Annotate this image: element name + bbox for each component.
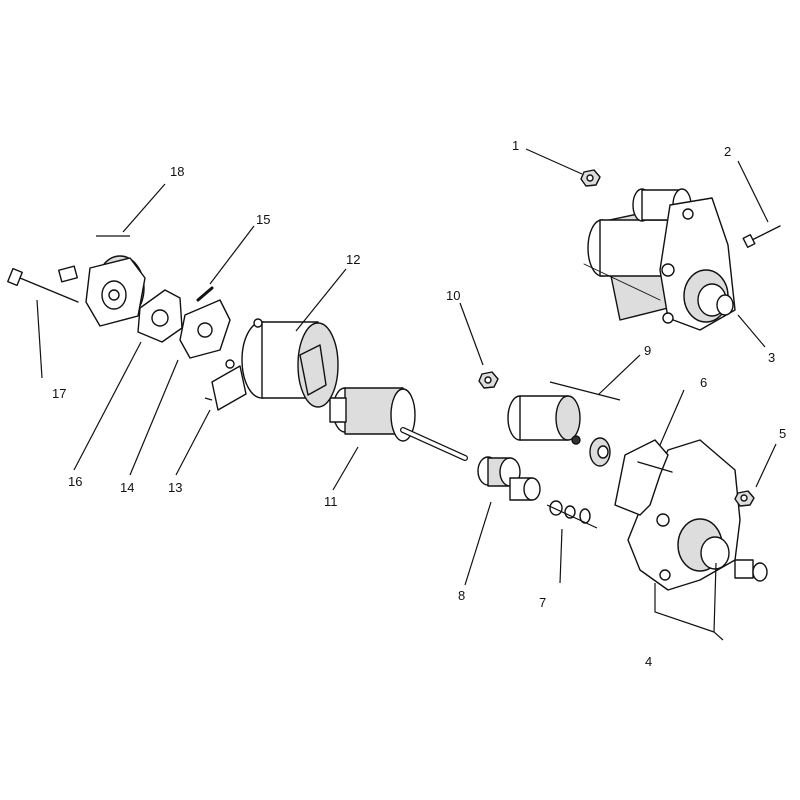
part-15-spring — [196, 286, 214, 302]
part-5-nut — [734, 490, 755, 507]
callout-18: 18 — [170, 164, 184, 179]
callout-17: 17 — [52, 386, 66, 401]
part-11-armature — [329, 387, 468, 461]
callout-15: 15 — [256, 212, 270, 227]
part-1-nut — [580, 169, 601, 187]
callout-8: 8 — [458, 588, 465, 603]
callout-3: 3 — [768, 350, 775, 365]
part-12-field-frame — [225, 318, 339, 408]
part-18-end-frame — [58, 255, 146, 327]
part-2-bolt — [742, 225, 781, 248]
part-9-solenoid — [507, 395, 611, 467]
callout-6: 6 — [700, 375, 707, 390]
part-13-brush-springs — [211, 365, 247, 411]
callout-labels: 1 2 3 4 5 6 7 8 9 10 11 12 13 14 15 16 1… — [52, 138, 786, 669]
part-3-starter-assembly — [583, 188, 736, 331]
part-7-washers — [549, 500, 591, 524]
callout-7: 7 — [539, 595, 546, 610]
callout-12: 12 — [346, 252, 360, 267]
callout-9: 9 — [644, 343, 651, 358]
callout-13: 13 — [168, 480, 182, 495]
part-14-brush-holder — [179, 299, 231, 359]
part-6-shift-lever — [614, 439, 673, 516]
part-8-pinion-gear — [477, 456, 541, 501]
callout-16: 16 — [68, 474, 82, 489]
callout-5: 5 — [779, 426, 786, 441]
callout-1: 1 — [512, 138, 519, 153]
callout-14: 14 — [120, 480, 134, 495]
leader-lines — [36, 148, 777, 641]
callout-11: 11 — [324, 494, 338, 509]
part-10-nut — [478, 371, 499, 389]
part-16-plate — [137, 289, 183, 343]
part-17-through-bolt — [7, 267, 79, 303]
callout-4: 4 — [645, 654, 652, 669]
callout-2: 2 — [724, 144, 731, 159]
callout-10: 10 — [446, 288, 460, 303]
